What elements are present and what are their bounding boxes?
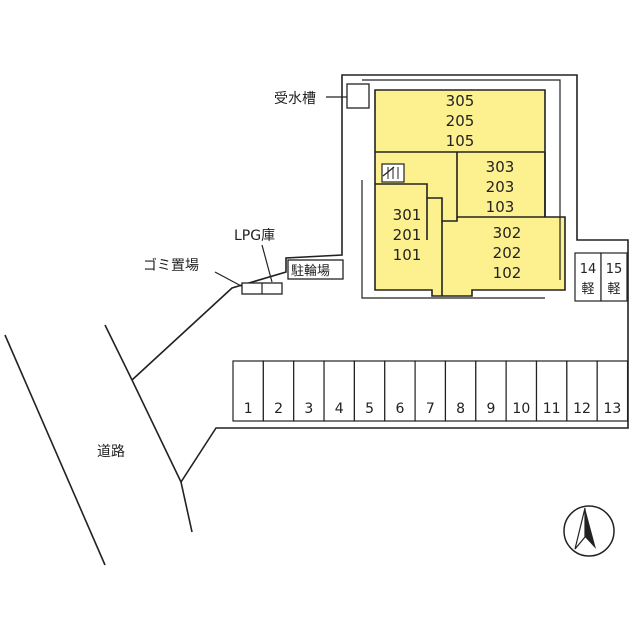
parking-slot bbox=[475, 360, 507, 422]
unit-label: 105 bbox=[446, 132, 475, 150]
road-edge-left bbox=[4, 334, 106, 566]
light-parking-number: 14 bbox=[580, 262, 597, 277]
light-parking-number: 15 bbox=[606, 262, 623, 277]
road-edge-right-lower bbox=[180, 481, 193, 533]
road-edge-right bbox=[104, 324, 133, 381]
parking-slot bbox=[535, 360, 568, 422]
unit-label: 201 bbox=[393, 226, 422, 244]
unit-label: 203 bbox=[486, 178, 515, 196]
parking-slot-number: 11 bbox=[543, 401, 561, 417]
water-tank-box bbox=[346, 83, 370, 109]
parking-slot bbox=[596, 360, 629, 422]
unit-label: 303 bbox=[486, 158, 515, 176]
light-parking-slot bbox=[600, 252, 628, 302]
parking-slot bbox=[414, 360, 447, 422]
lpg-label: LPG庫 bbox=[234, 227, 275, 244]
parking-slot-number: 10 bbox=[512, 401, 530, 417]
unit-label: 103 bbox=[486, 198, 515, 216]
unit-label: 205 bbox=[446, 112, 475, 130]
bicycle-parking-box bbox=[287, 259, 344, 280]
parking-slot bbox=[566, 360, 598, 422]
light-parking-slot bbox=[574, 252, 602, 302]
lpg-leader bbox=[261, 244, 273, 283]
road-label: 道路 bbox=[97, 444, 125, 460]
unit-label: 302 bbox=[493, 224, 522, 242]
bicycle-parking-label: 駐輪場 bbox=[291, 263, 330, 279]
parking-slot-number: 3 bbox=[304, 401, 313, 417]
garbage-leader bbox=[214, 271, 246, 289]
parking-slot-number: 6 bbox=[395, 401, 404, 417]
unit-label: 101 bbox=[393, 246, 422, 264]
parking-slot-number: 1 bbox=[244, 401, 253, 417]
parking-slot-number: 8 bbox=[456, 401, 465, 417]
light-parking-kind: 軽 bbox=[581, 282, 594, 297]
unit-303-labels: 303 203 103 bbox=[486, 158, 515, 216]
parking-slot-number: 12 bbox=[573, 401, 591, 417]
water-tank-label: 受水槽 bbox=[274, 91, 316, 107]
walkway-outline-bottom bbox=[361, 180, 545, 299]
parking-slot bbox=[444, 360, 477, 422]
site-boundary bbox=[131, 74, 629, 484]
unit-label: 102 bbox=[493, 264, 522, 282]
parking-slot bbox=[262, 360, 295, 422]
parking-slot bbox=[353, 360, 386, 422]
light-parking-area: 14 軽 15 軽 bbox=[574, 252, 628, 302]
unit-301-labels: 301 201 101 bbox=[393, 206, 422, 264]
walkway-outline bbox=[362, 79, 561, 280]
parking-slot-number: 13 bbox=[603, 401, 621, 417]
parking-slot-number: 9 bbox=[487, 401, 496, 417]
parking-slot bbox=[323, 360, 355, 422]
unit-305-labels: 305 205 105 bbox=[446, 92, 475, 150]
garbage-label: ゴミ置場 bbox=[143, 257, 199, 274]
unit-label: 202 bbox=[493, 244, 522, 262]
unit-label: 301 bbox=[393, 206, 422, 224]
light-parking-kind: 軽 bbox=[607, 282, 620, 297]
parking-slot-number: 2 bbox=[274, 401, 283, 417]
unit-302-labels: 302 202 102 bbox=[493, 224, 522, 282]
building-wall-corridor bbox=[375, 183, 458, 222]
unit-label: 305 bbox=[446, 92, 475, 110]
parking-slot-number: 5 bbox=[365, 401, 374, 417]
parking-slot bbox=[505, 360, 538, 422]
north-arrow-icon bbox=[563, 505, 615, 557]
parking-slot-number: 7 bbox=[426, 401, 435, 417]
parking-slot bbox=[293, 360, 325, 422]
parking-slot-number: 4 bbox=[335, 401, 344, 417]
stairs-icon bbox=[381, 163, 405, 183]
